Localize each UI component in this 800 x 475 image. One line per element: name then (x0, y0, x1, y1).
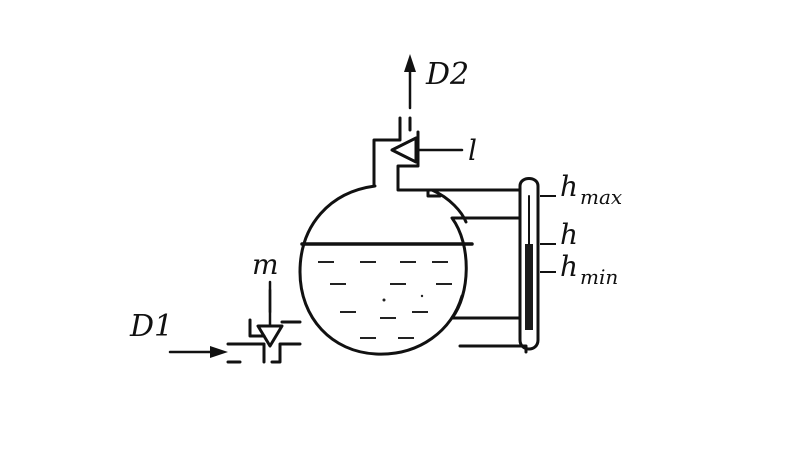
label-hmin-sub: min (580, 265, 618, 289)
label-hmin: h (560, 250, 578, 283)
outlet-arrow-head (404, 54, 416, 72)
drum-shell (298, 184, 468, 356)
water-line (458, 344, 528, 354)
label-valve-bottom: m (252, 248, 279, 281)
label-d2: D2 (425, 57, 469, 92)
label-d1: D1 (129, 309, 173, 344)
steam-line (396, 168, 522, 192)
inlet-arrow-head (210, 346, 228, 358)
label-hmax-sub: max (580, 185, 622, 209)
label-hmax: h (560, 170, 578, 203)
inlet-pipe (226, 318, 302, 364)
label-h: h (560, 218, 578, 251)
label-valve-top: l (468, 134, 477, 167)
gauge-ticks (540, 195, 556, 273)
gauge-bracket (450, 216, 522, 320)
steam-line-elbow (426, 188, 442, 198)
water-dashes (318, 261, 452, 339)
level-glass-fill (525, 244, 533, 330)
top-valve (390, 136, 418, 164)
